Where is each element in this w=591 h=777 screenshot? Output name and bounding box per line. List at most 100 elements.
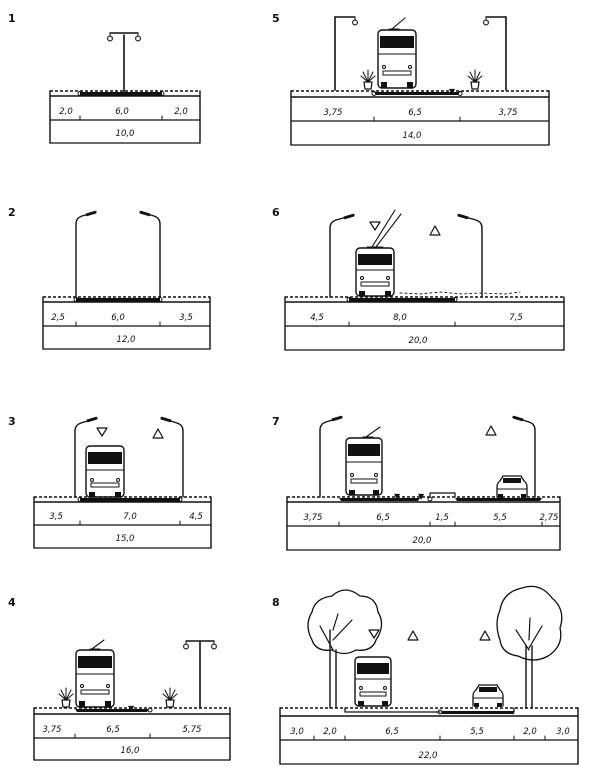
triangle-up-sign-icon [429,225,441,236]
section-6: 6 [272,206,565,351]
stop-marker: ▼ [449,87,456,96]
road-profile: ▼ ▼ [286,492,561,551]
stop-marker: ▼ [418,492,425,501]
road-profile: ▼ [290,87,550,146]
planter-right-icon [162,687,178,708]
section-1-total: 10,0 [116,129,135,139]
road-profile [279,707,579,765]
section-6-label: 6 [272,206,280,219]
section-5-dim-1: 6,5 [408,108,422,118]
section-7-total: 20,0 [413,536,432,546]
tree-right-icon [496,585,563,709]
tram-front-icon [75,639,115,708]
section-2-label: 2 [8,206,16,219]
section-3-dim-1: 7,0 [123,512,137,522]
section-1: 1 2,0 6,0 2,0 10,0 [8,12,201,144]
section-7-dim-4: 2,75 [540,513,559,523]
section-8-label: 8 [272,596,280,609]
street-lamp-right-icon [139,210,161,298]
section-4-total: 16,0 [121,746,140,756]
section-8-dim-0: 3,0 [290,727,304,737]
street-lamp-right-icon [512,415,536,498]
section-2-dim-2: 3,5 [179,313,193,323]
road-profile [284,296,565,351]
road-profile [49,90,201,144]
planter-left-icon [58,687,74,708]
section-3: 3 [8,415,212,549]
section-1-dim-2: 2,0 [174,107,188,117]
section-5-label: 5 [272,12,280,25]
triangle-down-sign-icon [368,629,380,639]
section-6-total: 20,0 [409,336,428,346]
ground-texture [399,291,521,295]
section-4: 4 [8,596,231,761]
triangle-down-sign-icon [369,221,381,231]
section-7-dim-1: 6,5 [376,513,390,523]
section-8-dim-3: 5,5 [470,727,484,737]
stop-marker: ▼ [128,704,135,713]
section-4-dim-1: 6,5 [106,725,120,735]
section-7-dim-2: 1,5 [435,513,449,523]
road-profile [42,296,211,350]
tram-front-icon [345,426,383,496]
section-2: 2 2,5 6,0 3,5 12,0 [8,206,211,350]
road-profile: ▼ [33,704,231,761]
tree-left-icon [307,589,383,709]
planter-left-icon [360,69,376,90]
street-lamp-left-icon [319,415,343,498]
section-8-dim-2: 6,5 [385,727,399,737]
section-3-dim-0: 3,5 [49,512,63,522]
section-5-dim-2: 3,75 [499,108,518,118]
section-5-dim-0: 3,75 [324,108,343,118]
section-2-total: 12,0 [117,335,136,345]
section-2-dim-1: 6,0 [111,313,125,323]
street-lamp-left-icon [75,210,97,298]
section-5-total: 14,0 [403,131,422,141]
mast-left-icon [334,16,358,91]
section-8-dim-1: 2,0 [323,727,337,737]
section-7-dim-3: 5,5 [493,513,507,523]
mast-double-lamp-icon [107,32,141,93]
section-8-dim-5: 3,0 [556,727,570,737]
section-3-total: 15,0 [116,534,135,544]
section-1-dim-0: 2,0 [59,107,73,117]
section-4-dim-0: 3,75 [43,725,62,735]
section-7-label: 7 [272,415,280,428]
triangle-up-sign-icon [407,630,419,641]
section-3-label: 3 [8,415,16,428]
car-icon [472,684,504,707]
section-8: 8 [272,585,579,765]
triangle-down-sign-icon [96,427,108,437]
section-6-dim-0: 4,5 [310,313,324,323]
section-8-total: 22,0 [419,751,438,761]
section-2-dim-0: 2,5 [51,313,65,323]
tram-front-icon [354,656,392,707]
section-7: 7 [272,415,561,551]
section-8-dim-4: 2,0 [523,727,537,737]
street-lamp-right-icon [160,416,184,498]
tram-front-icon [85,445,125,498]
section-7-dim-0: 3,75 [304,513,323,523]
section-6-dim-1: 8,0 [393,313,407,323]
planter-right-icon [467,69,483,90]
triangle-up-sign-icon [485,425,497,436]
car-icon [496,475,528,498]
tram-front-icon [377,17,417,89]
stop-marker: ▼ [394,492,401,501]
street-lamp-left-icon [329,213,355,298]
road-profile [33,496,212,549]
mast-double-lamp-icon [183,640,217,709]
street-lamp-left-icon [74,416,98,498]
triangle-up-sign-icon [152,428,164,439]
section-4-dim-2: 5,75 [183,725,202,735]
triangle-up-sign-icon [479,630,491,641]
section-3-dim-2: 4,5 [189,512,203,522]
street-lamp-right-icon [457,213,483,298]
section-5: 5 [272,12,550,146]
section-4-label: 4 [8,596,16,609]
section-1-dim-1: 6,0 [115,107,129,117]
section-6-dim-2: 7,5 [509,313,523,323]
tram-overhead-icon [355,209,402,297]
